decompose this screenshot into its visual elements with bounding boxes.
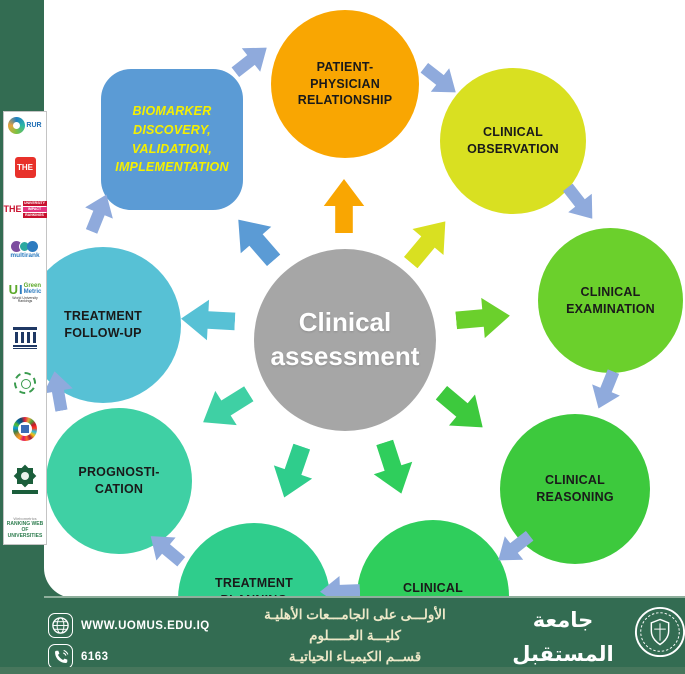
website-row: WWW.UOMUS.EDU.IQ [48, 613, 210, 638]
node-treatment-follow-up-label: TREATMENT FOLLOW-UP [64, 309, 142, 340]
webometrics-label: RANKING WEB OF UNIVERSITIES [6, 520, 44, 539]
webometrics-sublabel: Webometrics [13, 515, 37, 521]
the-label: THE [14, 157, 36, 179]
sdg-flag-icon [21, 424, 29, 433]
node-patient-physician-label: PATIENT-PHYSICIAN RELATIONSHIP [297, 59, 393, 108]
node-patient-physician: PATIENT-PHYSICIAN RELATIONSHIP [271, 10, 419, 158]
rankings-logo-sidebar: RUR THE THE UNIVERSITY IMPACT RANKINGS [3, 111, 47, 545]
arab-emblem-text-bar [12, 489, 38, 494]
globe-icon [48, 613, 73, 638]
tagline-line3: قســم الكيميـاء الحياتيـة [288, 648, 422, 664]
university-seal-icon [634, 604, 685, 665]
logo-columns-building-icon [13, 326, 37, 349]
phone-row: 6163 [48, 644, 109, 669]
logo-arab-emblem-icon [12, 464, 38, 494]
impact-bar-university: UNIVERSITY [22, 201, 47, 207]
logo-sdg-wheel-icon [13, 416, 37, 441]
logo-the-icon: THE [14, 157, 36, 179]
node-clinical-examination: CLINICAL EXAMINATION [538, 228, 683, 373]
greenmetric-i: I [19, 281, 23, 297]
university-name-arabic: جامعة المستقبل [512, 608, 614, 666]
footer-bottom-strip [0, 667, 685, 674]
logo-the-impact-icon: THE UNIVERSITY IMPACT RANKINGS [3, 201, 47, 219]
node-clinical-examination-label: CLINICAL EXAMINATION [566, 284, 655, 316]
impact-the-label: THE [3, 204, 22, 215]
node-clinical-observation: CLINICAL OBSERVATION [440, 68, 586, 214]
multirank-label: multirank [10, 252, 40, 260]
university-name-block: جامعة المستقبل AL-MUSTAQBAL UNIVERSITY [488, 604, 638, 674]
greenmetric-line1: Green [23, 283, 42, 290]
center-node-clinical-assessment: Clinical assessment [254, 249, 436, 431]
footer-top-divider [44, 596, 685, 598]
greenmetric-line2: Metric [23, 289, 42, 296]
node-biomarker-label: BIOMARKER DISCOVERY, VALIDATION, IMPLEME… [115, 104, 229, 175]
logo-rur-icon: RUR [8, 117, 42, 134]
greenmetric-u: U [8, 281, 19, 297]
center-node-label: Clinical assessment [270, 307, 420, 371]
logo-multirank-icon: multirank [10, 241, 40, 260]
rur-swirl-icon [8, 117, 26, 134]
phone-text: 6163 [81, 650, 109, 663]
website-text: WWW.UOMUS.EDU.IQ [81, 619, 210, 632]
logo-greenmetric-icon: U I Green Metric World University Rankin… [5, 283, 45, 304]
tagline-line2: كليـــة العـــــلوم [309, 627, 401, 643]
logo-webometrics-icon: Webometrics RANKING WEB OF UNIVERSITIES [5, 515, 45, 539]
node-prognostication-label: PROGNOSTI-CATION [78, 465, 160, 496]
greenmetric-sublabel: World University Rankings [12, 295, 38, 304]
footer-banner: WWW.UOMUS.EDU.IQ 6163 الأولـــى على الجا… [0, 596, 685, 674]
node-clinical-reasoning-label: CLINICAL REASONING [536, 473, 614, 504]
multirank-dot-purple [11, 241, 23, 253]
impact-bar-rankings: RANKINGS [22, 213, 47, 219]
logo-laurel-wreath-icon [14, 371, 36, 394]
tagline-line1: الأولـــى على الجامـــعات الأهليـة [264, 607, 446, 622]
node-treatment-follow-up: TREATMENT FOLLOW-UP [25, 247, 181, 403]
footer-tagline: الأولـــى على الجامـــعات الأهليـة كليــ… [195, 605, 515, 668]
node-prognostication: PROGNOSTI-CATION [46, 408, 192, 554]
node-biomarker: BIOMARKER DISCOVERY, VALIDATION, IMPLEME… [101, 69, 243, 210]
multirank-dot-blue [27, 241, 39, 253]
phone-icon [48, 644, 73, 669]
rur-label: RUR [26, 122, 42, 129]
impact-bar-impact: IMPACT [22, 207, 47, 213]
node-clinical-observation-label: CLINICAL OBSERVATION [467, 125, 559, 156]
